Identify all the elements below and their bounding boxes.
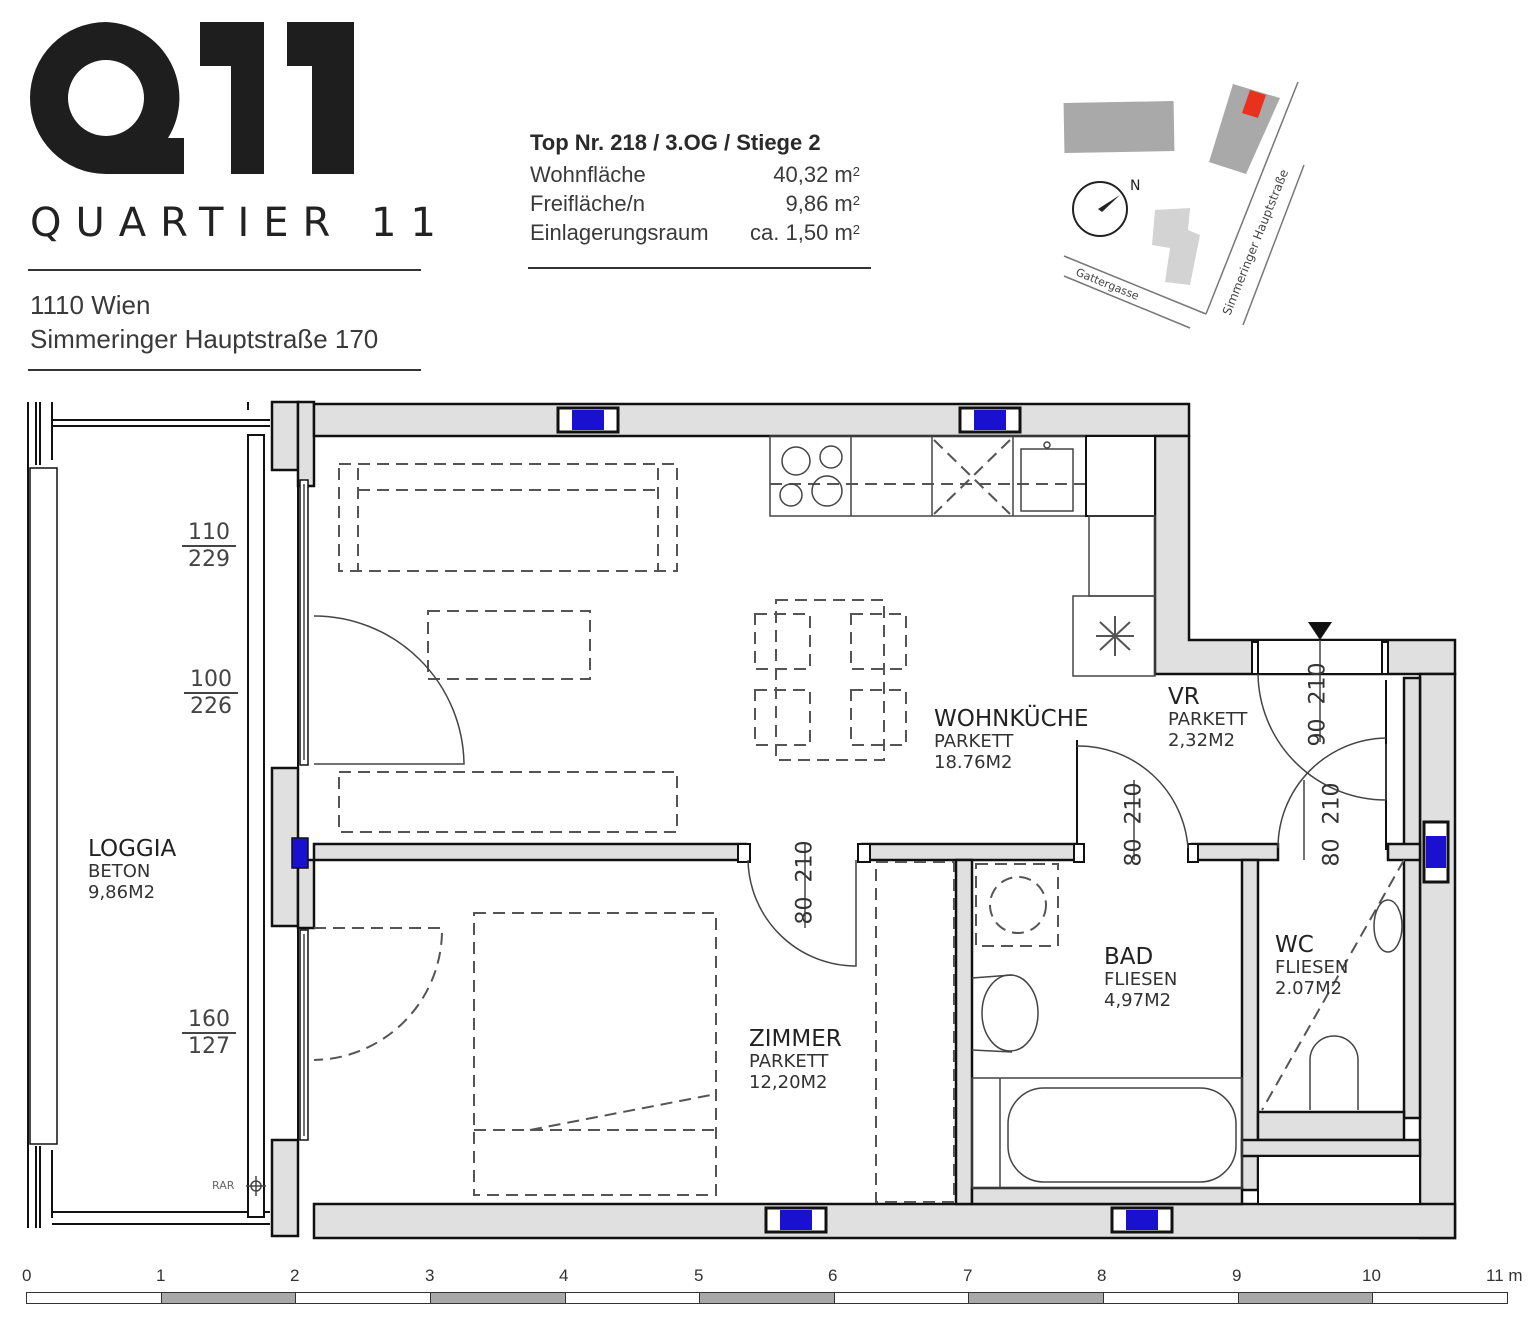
window-left-1 <box>297 470 309 770</box>
radiator-right <box>1422 820 1450 884</box>
info-row-einlagerungsraum: Einlagerungsraum ca. 1,50 m2 <box>530 218 860 247</box>
wardrobe <box>875 861 955 1203</box>
window-left-2 <box>297 926 309 1141</box>
info-row-wohnflaeche: Wohnfläche 40,32 m2 <box>530 160 860 189</box>
balcony-door-swing <box>313 615 465 765</box>
site-map: N Gattergasse Simmeringer Hauptstraße <box>1063 81 1305 329</box>
rar-label: RAR <box>212 1179 235 1192</box>
door-dim-entrance: 90 210 <box>1305 662 1331 747</box>
dining-table <box>754 599 907 761</box>
scale-tick: 8 <box>1097 1266 1107 1285</box>
washbasin-icon <box>981 974 1039 1052</box>
bed <box>473 912 717 1196</box>
divider <box>28 369 421 371</box>
bottom-wall <box>312 1202 1457 1240</box>
scale-tick: 4 <box>559 1266 569 1285</box>
divider <box>28 269 421 271</box>
scale-tick: 2 <box>290 1266 300 1285</box>
radiator-left <box>291 837 309 869</box>
zimmer-window-door-swing <box>313 927 444 1061</box>
info-label: Einlagerungsraum <box>530 220 709 245</box>
radiator-bottom-2 <box>1110 1206 1174 1234</box>
svg-text:N: N <box>1130 178 1140 194</box>
sink-icon <box>1020 448 1074 512</box>
radiator-top-2 <box>958 406 1022 434</box>
info-value: 40,32 m2 <box>773 162 860 187</box>
scale-tick: 9 <box>1232 1266 1242 1285</box>
shower-drain <box>975 863 1059 947</box>
info-value: ca. 1,50 m2 <box>750 220 860 245</box>
wc-basin-icon <box>1373 899 1403 953</box>
divider <box>528 267 871 269</box>
info-value: 9,86 m2 <box>785 191 861 216</box>
address-city: 1110 Wien <box>30 290 151 320</box>
hob-icon <box>781 446 811 476</box>
toilet-icon <box>1309 1035 1359 1110</box>
info-label: Wohnfläche <box>530 162 646 187</box>
unit-info: Top Nr. 218 / 3.OG / Stiege 2 Wohnfläche… <box>530 130 860 247</box>
brand-name: QUARTIER 11 <box>30 200 450 246</box>
bad-door-swing <box>1076 745 1189 849</box>
wc-door-swing <box>1277 737 1387 849</box>
scale-tick: 5 <box>694 1266 704 1285</box>
info-row-freiflaeche: Freifläche/n 9,86 m2 <box>530 189 860 218</box>
scale-tick: 1 <box>156 1266 166 1285</box>
door-dim-zimmer: 80 210 <box>792 840 818 925</box>
sofa <box>338 463 678 572</box>
scale-bar <box>26 1292 1508 1304</box>
scale-tick: 11 m <box>1486 1266 1523 1285</box>
address-street: Simmeringer Hauptstraße 170 <box>30 324 379 354</box>
scale-tick: 3 <box>425 1266 435 1285</box>
scale-tick: 0 <box>22 1266 32 1285</box>
scale-tick: 10 <box>1362 1266 1381 1285</box>
scale-tick: 6 <box>828 1266 838 1285</box>
scale-tick: 7 <box>963 1266 973 1285</box>
zimmer-door-swing <box>747 859 857 967</box>
address: 1110 Wien Simmeringer Hauptstraße 170 <box>30 288 378 356</box>
fridge-icon <box>1096 616 1134 656</box>
q11-logo <box>30 22 354 174</box>
coffee-table <box>427 610 591 680</box>
kitchen-counter <box>769 435 1156 677</box>
info-label: Freifläche/n <box>530 191 645 216</box>
unit-highlight <box>1242 90 1266 118</box>
sideboard <box>338 771 678 833</box>
compass-icon <box>1072 181 1128 237</box>
unit-title: Top Nr. 218 / 3.OG / Stiege 2 <box>530 130 821 155</box>
top-wall <box>312 402 1191 438</box>
radiator-top-1 <box>556 406 620 434</box>
loggia-frame <box>27 402 270 1228</box>
entrance-marker-icon <box>1308 622 1332 640</box>
radiator-bottom-1 <box>764 1206 828 1234</box>
door-dim-wc: 80 210 <box>1319 782 1345 867</box>
door-dim-bad: 80 210 <box>1121 782 1147 867</box>
bathtub-icon <box>1007 1087 1237 1183</box>
